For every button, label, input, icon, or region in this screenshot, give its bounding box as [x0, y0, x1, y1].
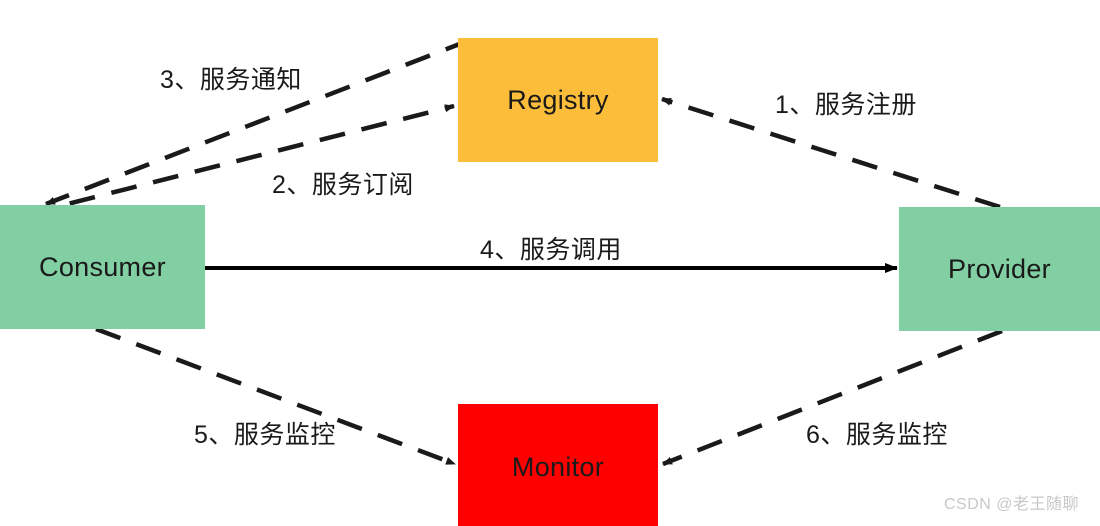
edge-label-2: 2、服务订阅	[272, 171, 414, 199]
edge-label-5: 5、服务监控	[194, 421, 336, 449]
node-consumer[interactable]: Consumer	[0, 205, 205, 329]
edge-label-4: 4、服务调用	[480, 236, 622, 264]
node-consumer-label: Consumer	[39, 251, 166, 282]
node-provider[interactable]: Provider	[899, 207, 1100, 331]
watermark: CSDN @老王随聊	[944, 496, 1080, 513]
node-monitor-label: Monitor	[511, 451, 605, 482]
node-provider-label: Provider	[948, 253, 1051, 284]
node-monitor[interactable]: Monitor	[458, 404, 658, 526]
edge-label-3: 3、服务通知	[160, 66, 302, 94]
edge-label-6: 6、服务监控	[806, 421, 948, 449]
node-registry-label: Registry	[507, 84, 609, 115]
edge-label-1: 1、服务注册	[775, 91, 917, 119]
node-registry[interactable]: Registry	[458, 38, 658, 162]
